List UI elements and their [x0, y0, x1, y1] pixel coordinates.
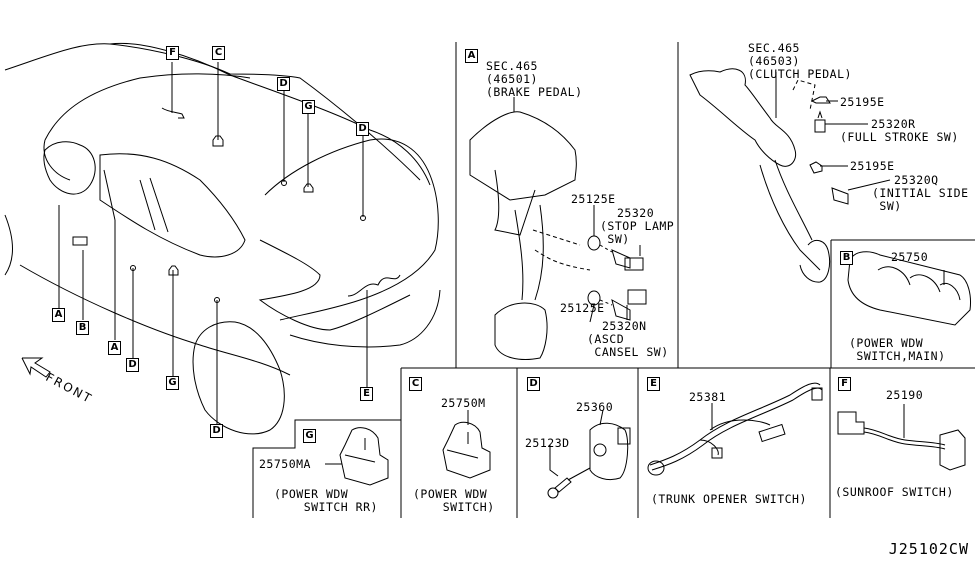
callout-d[interactable]: D	[356, 122, 369, 136]
vehicle-body-outline	[4, 42, 441, 435]
part-number[interactable]: 25750M	[441, 396, 486, 410]
part-description: (FULL STROKE SW)	[840, 130, 959, 144]
callout-a[interactable]: A	[52, 308, 65, 322]
part-number[interactable]: 25123D	[525, 436, 570, 450]
panel-d-key: D	[527, 377, 540, 391]
power-window-main-switch-artwork	[847, 251, 971, 326]
clutch-pedal-name: (CLUTCH PEDAL)	[748, 67, 852, 81]
callout-d[interactable]: D	[210, 424, 223, 438]
part-number[interactable]: 25320R	[871, 117, 916, 131]
part-description: (ASCD CANSEL SW)	[587, 332, 669, 359]
part-number[interactable]: 25195E	[840, 95, 885, 109]
part-caption: (POWER WDW SWITCH)	[413, 487, 495, 514]
part-number[interactable]: 25320	[617, 206, 655, 220]
clutch-pedal-sec: SEC.465	[748, 41, 800, 55]
part-caption: (POWER WDW SWITCH RR)	[274, 487, 378, 514]
part-number[interactable]: 25190	[886, 388, 924, 402]
part-number[interactable]: 25750	[891, 250, 929, 264]
sunroof-switch-artwork	[837, 404, 966, 471]
clutch-pedal-artwork	[689, 68, 891, 283]
part-number[interactable]: 25381	[689, 390, 727, 404]
callout-a[interactable]: A	[108, 341, 121, 355]
callout-c[interactable]: C	[212, 46, 225, 60]
part-caption: (SUNROOF SWITCH)	[835, 485, 954, 499]
part-caption: (POWER WDW SWITCH,MAIN)	[849, 336, 946, 363]
part-number[interactable]: 25360	[576, 400, 614, 414]
part-number[interactable]: 25320Q	[894, 173, 939, 187]
panel-f-key: F	[838, 377, 851, 391]
brake-pedal-name: (BRAKE PEDAL)	[486, 85, 583, 99]
clutch-pedal-ref: (46503)	[748, 54, 800, 68]
power-window-rr-switch-artwork	[325, 427, 389, 486]
callout-b[interactable]: B	[76, 321, 89, 335]
panel-b-key: B	[840, 251, 853, 265]
part-number[interactable]: 25195E	[850, 159, 895, 173]
brake-switch-artwork	[587, 205, 647, 323]
part-number[interactable]: 25320N	[602, 319, 647, 333]
callout-leaders	[58, 62, 368, 424]
brake-pedal-sec: SEC.465	[486, 59, 538, 73]
door-switch-artwork	[547, 409, 631, 499]
diagram-code: J25102CW	[888, 540, 969, 558]
brake-pedal-ref: (46501)	[486, 72, 538, 86]
panel-g-key: G	[303, 429, 316, 443]
panel-e-key: E	[647, 377, 660, 391]
callout-e[interactable]: E	[360, 387, 373, 401]
trunk-opener-harness-artwork	[647, 382, 823, 476]
part-number[interactable]: 25750MA	[259, 457, 311, 471]
callout-g[interactable]: G	[302, 100, 315, 114]
part-description: (INITIAL SIDE SW)	[872, 186, 969, 213]
brake-pedal-artwork	[469, 97, 591, 360]
callout-d[interactable]: D	[277, 77, 290, 91]
callout-g[interactable]: G	[166, 376, 179, 390]
panel-a-key: A	[465, 49, 478, 63]
callout-d[interactable]: D	[126, 358, 139, 372]
front-arrow-icon	[21, 357, 51, 378]
panel-borders	[252, 42, 975, 518]
power-window-switch-artwork	[442, 410, 491, 479]
part-caption: (TRUNK OPENER SWITCH)	[651, 492, 807, 506]
part-number[interactable]: 25125E	[571, 192, 616, 206]
part-number[interactable]: 25125E	[560, 301, 605, 315]
part-description: (STOP LAMP SW)	[600, 219, 675, 246]
vehicle-part-glyphs	[43, 107, 401, 303]
callout-f[interactable]: F	[166, 46, 179, 60]
panel-c-key: C	[409, 377, 422, 391]
